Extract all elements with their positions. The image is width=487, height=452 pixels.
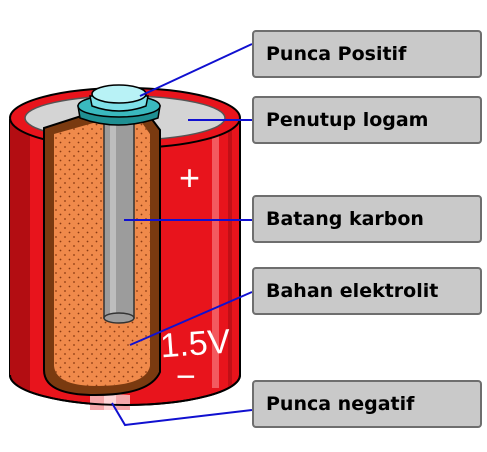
- plus-sign: +: [179, 157, 200, 198]
- minus-sign: −: [176, 358, 196, 396]
- leader-bahan-elektrolit: [129, 291, 253, 346]
- leader-punca-positif: [139, 43, 253, 97]
- label-batang-karbon: Batang karbon: [252, 195, 482, 243]
- leader-punca-negatif: [111, 402, 253, 427]
- label-punca-negatif: Punca negatif: [252, 380, 482, 428]
- leader-lines: [111, 43, 253, 427]
- voltage-text: 1.5V: [159, 323, 232, 366]
- cutaway-section: [43, 109, 161, 397]
- label-penutup-logam: Penutup logam: [252, 96, 482, 144]
- label-bahan-elektrolit: Bahan elektrolit: [252, 267, 482, 315]
- label-punca-positif: Punca Positif: [252, 30, 482, 78]
- positive-terminal: [77, 84, 161, 126]
- carbon-rod: [103, 111, 135, 324]
